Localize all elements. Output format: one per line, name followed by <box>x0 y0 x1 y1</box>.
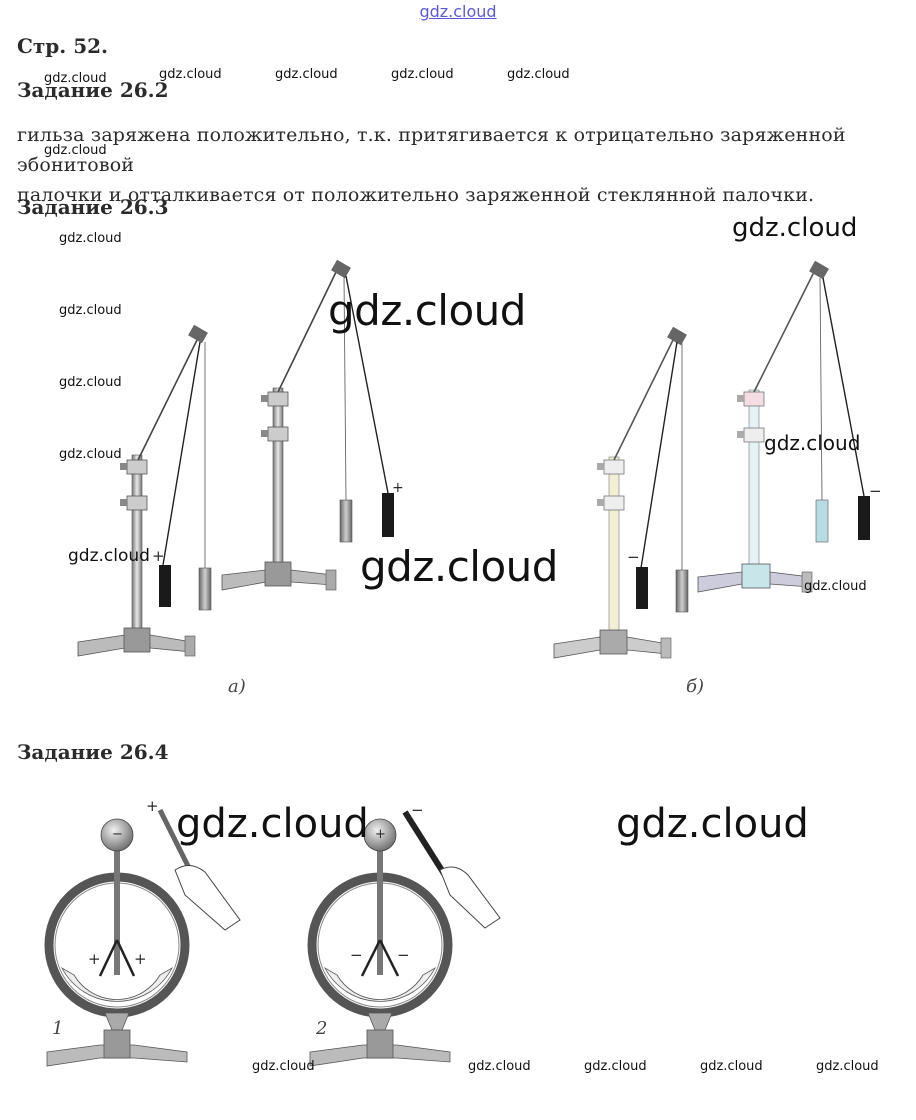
watermark: gdz.cloud <box>59 375 122 390</box>
watermark: gdz.cloud <box>468 1059 531 1074</box>
watermark: gdz.cloud <box>816 1059 879 1074</box>
watermark: gdz.cloud <box>159 67 222 82</box>
watermark: gdz.cloud <box>507 67 570 82</box>
charge-b-right: − <box>869 482 882 500</box>
figure-label-1: 1 <box>52 1018 64 1039</box>
leaf-charge-1-right: + <box>134 950 147 968</box>
watermark: gdz.cloud <box>584 1059 647 1074</box>
charge-a-left: + <box>152 547 165 565</box>
watermark: gdz.cloud <box>176 801 369 847</box>
rod-charge-2: − <box>411 801 424 819</box>
rod-charge-1: + <box>146 797 159 815</box>
task-26-2-answer: гильза заряжена положительно, т.к. притя… <box>17 120 913 210</box>
answer-line-2: палочки и отталкивается от положительно … <box>17 184 815 206</box>
electroscope-2 <box>307 810 501 1067</box>
figure-label-2: 2 <box>316 1018 328 1039</box>
leaf-charge-2-right: − <box>397 946 410 964</box>
watermark: gdz.cloud <box>68 546 150 566</box>
charge-b-left: − <box>627 548 640 566</box>
stand-a-right <box>221 259 394 591</box>
electroscope-1 <box>44 808 241 1067</box>
leaf-charge-2-left: − <box>350 946 363 964</box>
stand-a-left <box>77 324 212 657</box>
ball-charge-2: + <box>375 827 386 842</box>
watermark: gdz.cloud <box>360 542 558 591</box>
watermark: gdz.cloud <box>252 1059 315 1074</box>
watermark: gdz.cloud <box>44 143 107 158</box>
watermark: gdz.cloud <box>59 231 122 246</box>
stand-b-left <box>553 326 689 659</box>
watermark: gdz.cloud <box>44 71 107 86</box>
watermark: gdz.cloud <box>804 579 867 594</box>
watermark: gdz.cloud <box>616 801 809 847</box>
watermark: gdz.cloud <box>328 286 526 335</box>
task-heading-26-3: Задание 26.3 <box>17 195 169 219</box>
header-watermark[interactable]: gdz.cloud <box>419 2 497 21</box>
figure-label-b: б) <box>686 676 705 697</box>
watermark: gdz.cloud <box>732 213 858 243</box>
watermark: gdz.cloud <box>275 67 338 82</box>
watermark: gdz.cloud <box>700 1059 763 1074</box>
watermark: gdz.cloud <box>764 431 861 455</box>
watermark: gdz.cloud <box>391 67 454 82</box>
leaf-charge-1-left: + <box>88 950 101 968</box>
answer-line-1: гильза заряжена положительно, т.к. притя… <box>17 124 846 176</box>
watermark: gdz.cloud <box>59 447 122 462</box>
figure-label-a: а) <box>228 676 246 697</box>
task-heading-26-2: Задание 26.2 <box>17 78 169 102</box>
watermark: gdz.cloud <box>59 303 122 318</box>
task-heading-26-4: Задание 26.4 <box>17 740 169 764</box>
stand-b-right <box>697 260 870 593</box>
page-reference: Стр. 52. <box>17 34 109 58</box>
ball-charge-1: − <box>112 827 123 842</box>
charge-a-right: + <box>392 480 404 496</box>
